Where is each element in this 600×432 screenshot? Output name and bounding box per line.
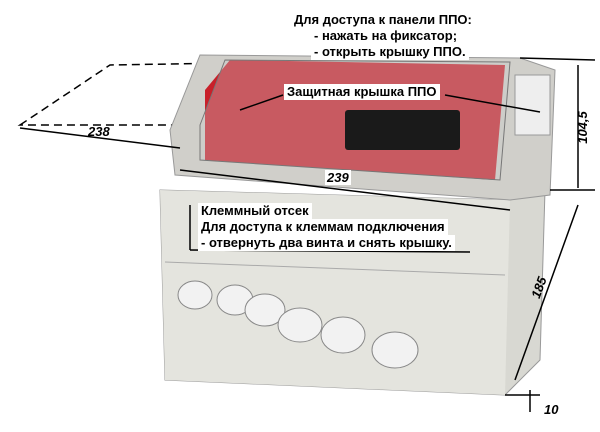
panel-access-step1: - нажать на фиксатор;: [311, 28, 461, 44]
cover-label: Защитная крышка ППО: [284, 84, 440, 100]
panel-access-step2: - открыть крышку ППО.: [311, 44, 469, 60]
dim-foot-offset: 10: [544, 402, 559, 417]
dim-open-cover: 238: [88, 124, 110, 139]
panel-access-title: Для доступа к панели ППО:: [291, 12, 475, 28]
cable-glands: [177, 280, 419, 369]
latch: [345, 110, 460, 150]
dim-width: 239: [325, 170, 351, 185]
terminal-line1: Для доступа к клеммам подключения: [198, 219, 448, 235]
terminal-title: Клеммный отсек: [198, 203, 312, 219]
terminal-line2: - отвернуть два винта и снять крышку.: [198, 235, 455, 251]
dim-top-height: 104,5: [574, 111, 590, 144]
